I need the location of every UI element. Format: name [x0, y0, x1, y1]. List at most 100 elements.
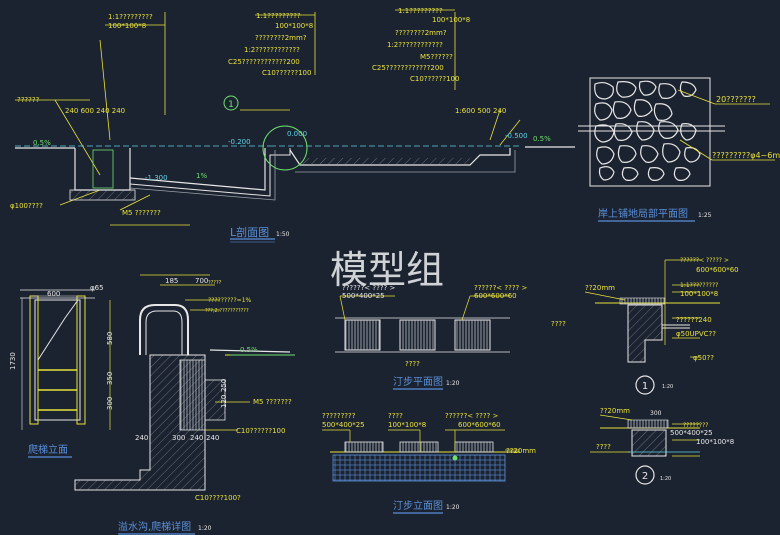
label: ???? [388, 412, 403, 420]
detail-2-view: ??20mm ???????? 500*400*25 100*100*8 ???… [590, 407, 734, 485]
shore-paving-view: 20??????? ?????????φ4~6mm 岸上铺地局部平面图 1:25 [578, 77, 780, 222]
label: -0.200 [228, 138, 251, 146]
shore-paving-scale: 1:25 [698, 212, 712, 219]
stepping-plan-view: ??????< ???? > 500*400*25 ??????< ???? >… [335, 284, 527, 390]
detail-1-scale: 1:20 [662, 384, 673, 390]
label: 1:2???????????? [387, 41, 443, 49]
label: 600*600*60 [458, 421, 501, 429]
stepping-elevation-view: ????????? 500*400*25 ???? 100*100*8 ????… [322, 412, 536, 514]
label: 240 [135, 434, 148, 442]
stepping-elevation-title: 汀步立面图 [393, 499, 443, 512]
label: ??????< ???? > [445, 412, 498, 420]
drain-detail-scale: 1:20 [198, 525, 212, 532]
label: 1:1????????? [680, 282, 718, 289]
label: 1:1????????? [398, 7, 443, 15]
label: 1:2???????????? [244, 46, 300, 54]
label: M5 ??????? [253, 398, 292, 406]
label: 600*600*60 [474, 292, 517, 300]
label: 300 [650, 410, 662, 417]
label: φ100???? [10, 202, 43, 210]
label: ????? [208, 280, 222, 286]
l-section-scale: 1:50 [276, 231, 290, 238]
label: 1:1????????? [256, 12, 301, 20]
label: ??????< ???? > [342, 284, 395, 292]
label: C25????????????200 [228, 58, 300, 66]
drain-detail-title: 溢水沟,爬梯详图 [118, 520, 191, 533]
stepping-plan-scale: 1:20 [446, 380, 460, 387]
label: M5 ??????? [122, 209, 161, 217]
l-section-view: 1 L剖面图 1:50 [15, 9, 575, 243]
label: C10????100? [195, 494, 241, 502]
detail-1-view: ??????< ????? > 600*600*60 1:1????????? … [551, 257, 739, 395]
ladder-elevation-title: 爬梯立面 [28, 443, 68, 456]
label: 1:600 500 240 [455, 107, 506, 115]
detail-2-scale: 1:20 [660, 476, 671, 482]
label: C10??????100 [410, 75, 459, 83]
label: ???? [551, 320, 566, 328]
label: 240 [190, 434, 203, 442]
label: 100*100*8 [432, 16, 470, 24]
ladder-height-dim: 1730 [9, 352, 17, 370]
label: 100*100*8 [696, 438, 734, 446]
label: 1:1????????? [108, 13, 153, 21]
label: ????????2mm? [395, 29, 447, 37]
label: ??????< ????? > [680, 257, 729, 264]
label: 700 [195, 277, 208, 285]
label: ??20mm [600, 407, 630, 415]
label: 185 [165, 277, 178, 285]
label: ?????????φ4~6mm [712, 151, 780, 160]
label: C10??????100 [262, 69, 311, 77]
label: 120 [220, 395, 228, 408]
label: 350 [106, 372, 114, 385]
detail-2-marker: 2 [642, 471, 648, 482]
label: ??????240 [676, 316, 712, 324]
label: 240 600 240 240 [65, 107, 125, 115]
label: ??????< ???? > [474, 284, 527, 292]
stepping-plan-title: 汀步平面图 [393, 376, 443, 388]
label: C10??????100 [236, 427, 285, 435]
label: ?????????=1% [208, 297, 252, 304]
label: 0.5% [533, 135, 551, 143]
label: 100*100*8 [388, 421, 426, 429]
label: -0.500 [505, 132, 528, 140]
label: 500*400*25 [670, 429, 713, 437]
label: 0.000 [287, 130, 307, 138]
label: φ50?? [693, 354, 714, 362]
label: -1.300 [145, 174, 168, 182]
label: 500*400*25 [322, 421, 365, 429]
l-section-title: L剖面图 [230, 225, 269, 239]
label: ???? [596, 443, 611, 451]
label: ???????? [683, 422, 708, 429]
label: ????????? [322, 412, 356, 420]
label: 500*400*25 [342, 292, 385, 300]
label: 600*600*60 [696, 266, 739, 274]
label: ?????? [17, 96, 40, 104]
label: 580 [106, 332, 114, 345]
label: ???? [405, 360, 420, 368]
label: 0.5% [33, 139, 51, 147]
label: φ65 [90, 284, 104, 292]
label: 300 [172, 434, 185, 442]
label: C25????????????200 [372, 64, 444, 72]
label: 0.5% [240, 346, 258, 354]
label: M5?????? [420, 53, 453, 61]
label: 100*100*8 [680, 290, 718, 298]
shore-paving-title: 岸上铺地局部平面图 [598, 207, 688, 220]
label: 300 [106, 397, 114, 410]
section-mark-label: 1 [228, 100, 234, 110]
label: ??20mm [585, 284, 615, 292]
ladder-width-dim: 600 [47, 290, 60, 298]
label: ???,2:??????????? [205, 308, 249, 314]
label: 20??????? [716, 95, 756, 104]
label: 100*100*8 [275, 22, 313, 30]
label: φ50UPVC?? [676, 330, 716, 338]
label: 240 [206, 434, 219, 442]
detail-1-marker: 1 [642, 381, 648, 392]
label: ??20mm [506, 447, 536, 455]
stepping-elevation-scale: 1:20 [446, 504, 460, 511]
drain-ladder-detail-view: φ65 185 700 ????? ?????????=1% ???,2:???… [74, 274, 295, 535]
l-section-labels: 1:1????????? 100*100*8 1:1????????? 100*… [10, 7, 551, 217]
label: 100*100*8 [108, 22, 146, 30]
